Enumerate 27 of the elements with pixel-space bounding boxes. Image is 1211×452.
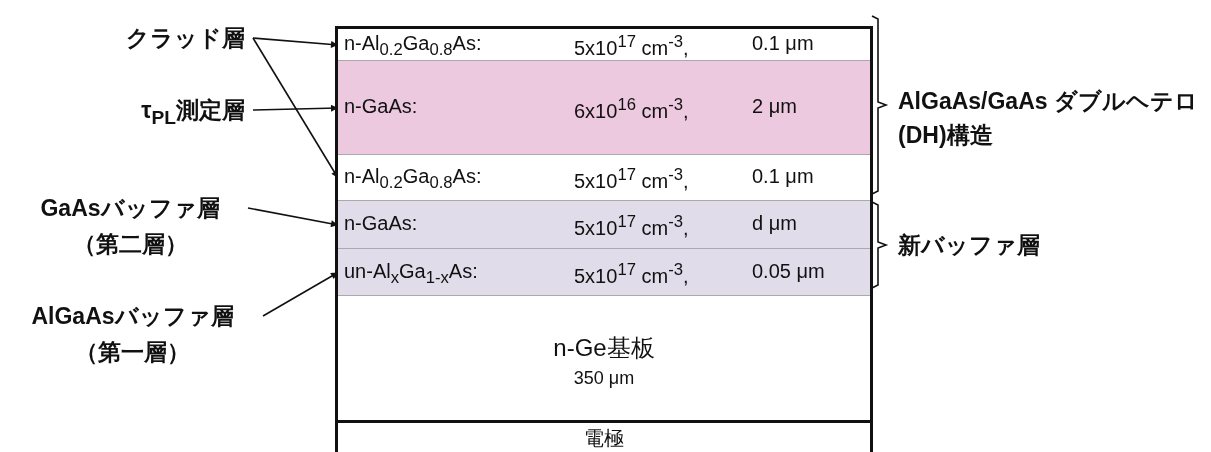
composition-text: n-Al$_{0.2}$Ga$_{0.8}$As: bbox=[344, 165, 482, 193]
thickness-text: 2 μm bbox=[752, 95, 797, 118]
layer-label: AlGaAsバッファ層（第一層） bbox=[10, 298, 255, 370]
substrate-text: n-Ge基板 bbox=[552, 333, 656, 363]
group-label: 新バッファ層 bbox=[898, 231, 1041, 260]
thickness-text: 350 μm bbox=[572, 368, 636, 389]
layer-label: クラッド層 bbox=[0, 20, 245, 56]
epitaxial-layer bbox=[338, 61, 870, 155]
doping-text: 5x10$^{17}$ cm$^{-3}$, bbox=[574, 259, 689, 288]
doping-text: 5x10$^{17}$ cm$^{-3}$, bbox=[574, 212, 689, 240]
layer-label: GaAsバッファ層（第二層） bbox=[20, 190, 240, 262]
composition-text: n-GaAs: bbox=[344, 212, 418, 235]
composition-text: n-Al$_{0.2}$Ga$_{0.8}$As: bbox=[344, 32, 482, 60]
layer-label: τ$_{PL}$測定層 bbox=[0, 92, 245, 136]
doping-text: 5x10$^{17}$ cm$^{-3}$, bbox=[574, 32, 689, 60]
group-label: AlGaAs/GaAs ダブルヘテロ(DH)構造 bbox=[898, 87, 1199, 150]
thickness-text: 0.05 μm bbox=[752, 259, 825, 283]
epitaxial-layer bbox=[338, 201, 870, 249]
epitaxial-layer bbox=[338, 249, 870, 296]
doping-text: 6x10$^{16}$ cm$^{-3}$, bbox=[574, 95, 689, 123]
doping-text: 5x10$^{17}$ cm$^{-3}$, bbox=[574, 165, 689, 193]
electrode-text: 電極 bbox=[583, 426, 625, 451]
composition-text: un-Al$_{x}$Ga$_{1-x}$As: bbox=[344, 259, 478, 288]
composition-text: n-GaAs: bbox=[344, 95, 418, 118]
thickness-text: d μm bbox=[752, 212, 797, 235]
thickness-text: 0.1 μm bbox=[752, 165, 814, 188]
thickness-text: 0.1 μm bbox=[752, 32, 814, 55]
